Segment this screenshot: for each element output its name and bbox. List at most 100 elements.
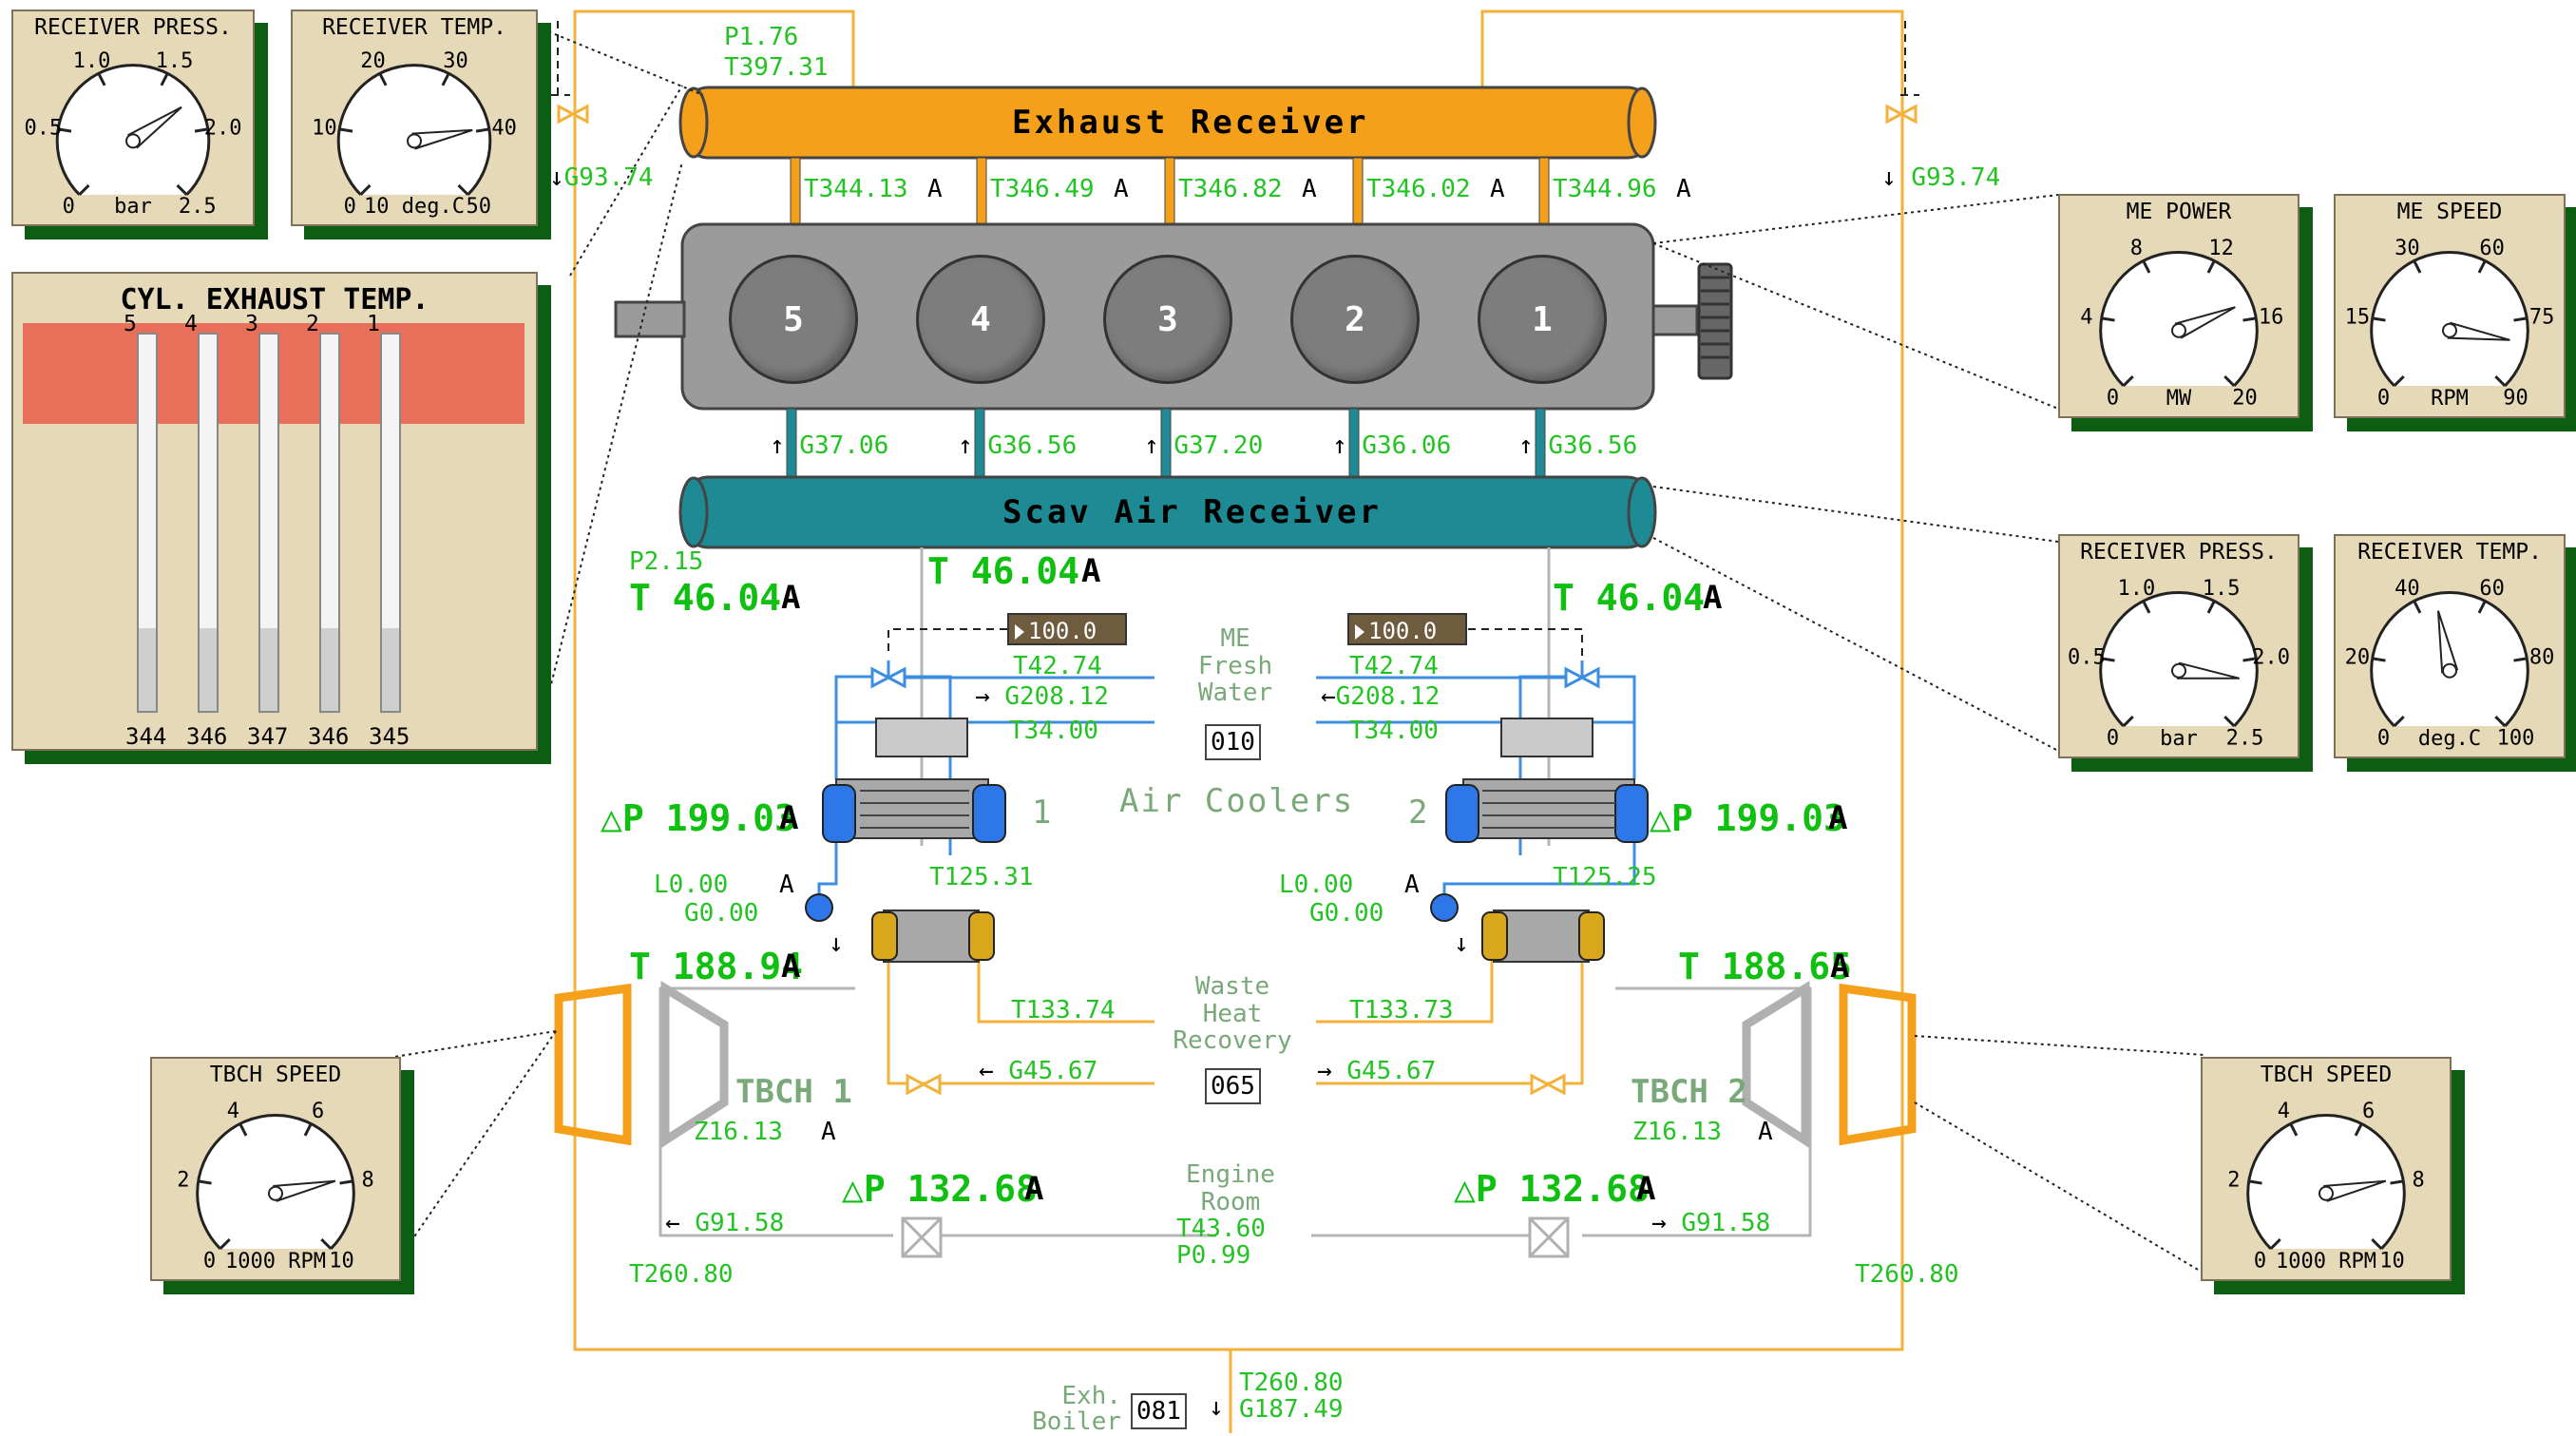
scav-receiver-temp-mode[interactable]: A <box>781 579 801 617</box>
drain1-flow: G0.00 <box>684 899 759 928</box>
gauge-tick-label: 8 <box>2412 1168 2424 1192</box>
scav-receiver-title: Scav Air Receiver <box>1002 493 1382 531</box>
gauge-tick <box>2223 716 2236 728</box>
gauge-tick <box>2513 316 2528 322</box>
whr-valve-id[interactable]: 065 <box>1205 1068 1261 1104</box>
gauge-tick-label: 0 <box>63 195 75 219</box>
tbch1-z-mode[interactable]: A <box>821 1118 836 1146</box>
drain1-level-mode[interactable]: A <box>779 871 794 899</box>
cylinder-4[interactable]: 4 <box>916 255 1045 384</box>
tbch1-exh-out-temp: T260.80 <box>629 1260 734 1289</box>
exhaust-receiver-temp: T397.31 <box>724 53 829 82</box>
tbch2-outlet-temp-mode[interactable]: A <box>1830 948 1850 986</box>
cylinder-5[interactable]: 5 <box>729 255 858 384</box>
gauge-title: RECEIVER PRESS. <box>2080 540 2278 565</box>
fw-valve-1-setpoint[interactable]: 100.0 <box>1007 613 1127 645</box>
gauge-tick <box>2390 1179 2404 1185</box>
cooler1-fw-flow: → G208.12 <box>975 682 1109 711</box>
scav-branch-5-flow: ↑ G37.06 <box>770 431 889 460</box>
gauge-tick <box>160 72 169 86</box>
air-cooler-1 <box>822 778 1006 843</box>
gauge-tick <box>2477 600 2487 614</box>
exh-branch-2-mode[interactable]: A <box>1490 175 1505 203</box>
gauge-tick <box>457 183 469 196</box>
gauge-tick-label: 15 <box>2345 305 2371 329</box>
gauge-tick <box>339 1179 353 1185</box>
whr-exchanger-2 <box>1481 909 1605 963</box>
cooler2-inlet-temp-mode[interactable]: A <box>1703 579 1723 617</box>
whr2-air-temp: T125.25 <box>1553 863 1657 891</box>
exh-boiler-id[interactable]: 081 <box>1131 1393 1187 1429</box>
gauge-title: TBCH SPEED <box>209 1063 342 1087</box>
tbch2-z-mode[interactable]: A <box>1758 1118 1773 1146</box>
tbch2-label[interactable]: TBCH 2 <box>1631 1073 1747 1111</box>
turbocharger-2 <box>1742 980 1917 1149</box>
gauge-dial <box>2246 1113 2406 1251</box>
gauge-tick-label: 40 <box>2395 577 2420 601</box>
tbch2-dp-mode[interactable]: A <box>1636 1170 1656 1208</box>
scav-branch-1-flow: ↑ G36.56 <box>1518 431 1638 460</box>
drain2-level-mode[interactable]: A <box>1404 871 1420 899</box>
exh-boiler-temp: T260.80 <box>1239 1369 1344 1397</box>
tbch2-air-flow: → G91.58 <box>1651 1209 1771 1237</box>
gauge-tick-label: 40 <box>491 116 517 140</box>
cylinder-3[interactable]: 3 <box>1103 255 1232 384</box>
cyl-bar-value: 344 <box>125 723 167 750</box>
tbch1-label[interactable]: TBCH 1 <box>735 1073 852 1111</box>
gauge-tick <box>219 1238 231 1251</box>
gauge-tick <box>2142 259 2151 274</box>
cooler2-dp-mode[interactable]: A <box>1828 799 1848 837</box>
cylinder-1[interactable]: 1 <box>1478 255 1607 384</box>
scav-receiver-temp: T 46.04 <box>629 577 782 619</box>
whr1-air-temp: T125.31 <box>929 863 1034 891</box>
cooler1-inlet-temp-mode[interactable]: A <box>1081 552 1101 590</box>
cooler1-dp-mode[interactable]: A <box>779 799 799 837</box>
fw-valves <box>870 666 1600 689</box>
cooler2-fw-flow: ←G208.12 <box>1321 682 1441 711</box>
exh-branch-1-mode[interactable]: A <box>1676 175 1691 203</box>
fw-valve-2-setpoint[interactable]: 100.0 <box>1347 613 1467 645</box>
tbch1-dp-mode[interactable]: A <box>1024 1170 1044 1208</box>
cyl-bar-number: 4 <box>184 312 198 336</box>
gauge-tick-label: 0 <box>2107 726 2119 750</box>
gauge-tick-label: 1.5 <box>156 49 194 73</box>
cooler1-dp: △P 199.03 <box>601 797 796 839</box>
me-fresh-water-label: ME Fresh Water <box>1197 624 1273 708</box>
cylinder-2[interactable]: 2 <box>1290 255 1420 384</box>
mist-catcher-2 <box>1500 718 1593 757</box>
gauge-tick <box>194 127 209 133</box>
exh-branch-5-mode[interactable]: A <box>927 175 943 203</box>
gauge-tick-label: 50 <box>466 195 491 219</box>
whr-exchanger-1 <box>871 909 995 963</box>
gauge-unit: 1000 RPM <box>225 1250 326 1273</box>
scav-branch-4-flow: ↑ G36.56 <box>958 431 1078 460</box>
gauge-tick <box>2122 375 2134 388</box>
waste-heat-recovery-label: Waste Heat Recovery <box>1173 972 1292 1056</box>
exh-branch-3-mode[interactable]: A <box>1302 175 1317 203</box>
cooler1-fw-in-temp: T34.00 <box>1009 717 1098 745</box>
fw-valve-id[interactable]: 010 <box>1205 724 1261 760</box>
cyl-bar-slot <box>198 333 219 713</box>
cyl-bar-value: 346 <box>186 723 228 750</box>
gauge-tick-label: 80 <box>2529 645 2555 669</box>
gauge-tick <box>2242 657 2257 662</box>
gauge-hub <box>2171 662 2186 679</box>
exh-branch-4-mode[interactable]: A <box>1114 175 1129 203</box>
scav-receiver-pressure: P2.15 <box>629 547 704 576</box>
cyl-bar-number: 3 <box>245 312 258 336</box>
whr1-flow: ← G45.67 <box>979 1057 1098 1085</box>
tbch1-outlet-temp-mode[interactable]: A <box>781 948 801 986</box>
